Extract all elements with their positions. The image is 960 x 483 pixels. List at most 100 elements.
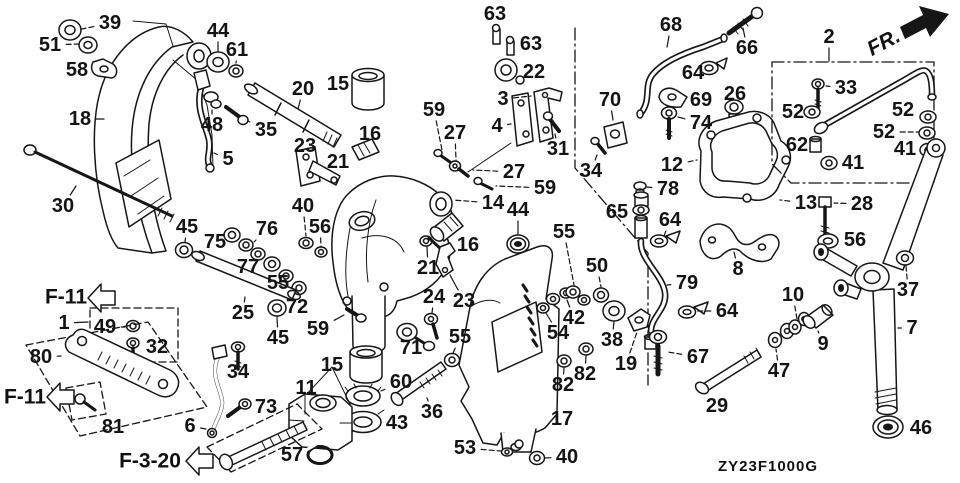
part-spacer-62 <box>809 135 822 153</box>
part-label-59: 59 <box>423 99 445 121</box>
part-label-66: 66 <box>736 37 758 59</box>
part-label-45: 45 <box>267 327 289 349</box>
part-label-11: 11 <box>295 377 316 399</box>
part-cylinder-15b <box>349 345 383 384</box>
leader-23 <box>449 274 459 291</box>
part-label-27: 27 <box>444 122 466 144</box>
part-washer-44a <box>206 51 230 73</box>
part-bushing-16a <box>351 138 380 161</box>
leader-4 <box>507 123 512 126</box>
part-label-41: 41 <box>894 138 916 160</box>
part-label-70: 70 <box>599 89 621 111</box>
part-rod-20 <box>243 82 342 148</box>
part-label-35: 35 <box>255 119 277 141</box>
part-nut-54 <box>536 302 550 314</box>
part-label-44: 44 <box>507 199 530 221</box>
part-label-30: 30 <box>52 195 74 217</box>
leader-36 <box>426 397 429 402</box>
leader-25 <box>243 296 246 303</box>
part-bolt-53 <box>500 439 524 457</box>
part-label-79: 79 <box>676 272 698 294</box>
part-label-47: 47 <box>768 360 790 382</box>
part-grommet-39 <box>58 19 82 41</box>
part-bolt-29 <box>694 347 762 395</box>
part-grommet-22 <box>494 58 525 85</box>
leader-47 <box>775 348 779 361</box>
part-bracket-70 <box>603 121 628 149</box>
part-label-18: 18 <box>69 108 91 130</box>
leader-50 <box>598 276 602 288</box>
part-clamp-58 <box>90 58 118 79</box>
leader-19 <box>629 331 638 354</box>
part-label-51: 51 <box>39 34 61 56</box>
part-bolt-35 <box>224 105 249 126</box>
part-clamp-69 <box>658 87 688 108</box>
fr-arrow-icon <box>900 6 949 39</box>
part-label-55: 55 <box>449 326 471 348</box>
part-label-42: 42 <box>563 307 585 329</box>
part-label-13: 13 <box>795 192 817 214</box>
part-label-64: 64 <box>659 209 682 231</box>
part-washer-45a <box>174 241 194 259</box>
leader-67 <box>667 351 683 355</box>
section-arrow-icon <box>87 283 116 313</box>
leader-45 <box>276 316 279 328</box>
leader-10 <box>794 305 798 320</box>
part-washers-55a <box>565 285 591 306</box>
box-bolt-81 <box>65 381 107 421</box>
part-swivel-case-14 <box>331 175 453 354</box>
part-washer-61 <box>228 64 244 78</box>
part-label-63: 63 <box>484 3 506 25</box>
part-cable-6 <box>206 344 228 439</box>
part-clip-57 <box>306 443 334 465</box>
part-plate-4 <box>511 92 534 147</box>
leader-8 <box>733 251 737 259</box>
leader-40 <box>303 216 307 237</box>
part-label-61: 61 <box>226 39 248 61</box>
part-bolt-59c <box>345 307 367 323</box>
leader-60 <box>380 388 386 392</box>
part-screw-63a <box>491 23 501 45</box>
part-label-44: 44 <box>207 20 230 42</box>
part-label-34: 34 <box>580 160 603 182</box>
part-clip-64c <box>677 301 709 319</box>
pointer-line-39 <box>132 20 174 47</box>
part-label-59: 59 <box>534 177 556 199</box>
part-label-22: 22 <box>523 61 545 83</box>
leader-1 <box>73 321 89 324</box>
part-label-48: 48 <box>201 114 223 136</box>
leader-3 <box>512 95 532 99</box>
part-label-62: 62 <box>786 134 808 156</box>
part-washer-52a <box>803 105 821 119</box>
leader-34 <box>594 154 598 161</box>
part-label-31: 31 <box>547 138 569 160</box>
part-label-52: 52 <box>873 121 895 143</box>
part-label-80: 80 <box>30 346 52 368</box>
part-label-21: 21 <box>327 151 349 173</box>
part-nut-82a <box>556 354 572 368</box>
part-label-68: 68 <box>660 14 682 36</box>
part-label-56: 56 <box>844 229 866 251</box>
part-label-21: 21 <box>417 257 439 279</box>
leader-68 <box>666 35 670 48</box>
part-bolt-33 <box>811 78 825 110</box>
part-rod-68 <box>636 33 728 119</box>
part-nut-37 <box>895 250 915 266</box>
part-joint-65 <box>632 191 650 239</box>
part-label-9: 9 <box>817 333 828 355</box>
diagram-artwork <box>23 6 946 473</box>
part-label-4: 4 <box>491 115 503 137</box>
leader-66 <box>742 27 746 38</box>
part-label-40: 40 <box>556 446 578 468</box>
part-stack-48 <box>203 91 222 109</box>
part-label-41: 41 <box>842 152 864 174</box>
part-washer-44b <box>506 234 530 254</box>
part-label-20: 20 <box>292 78 314 100</box>
part-steering-link-rod <box>813 67 937 135</box>
part-label-57: 57 <box>281 444 303 466</box>
part-label-6: 6 <box>184 415 195 437</box>
part-label-71: 71 <box>400 337 422 359</box>
leader-30 <box>69 185 77 196</box>
part-label-56: 56 <box>309 216 331 238</box>
part-mount-block-11 <box>288 393 353 451</box>
